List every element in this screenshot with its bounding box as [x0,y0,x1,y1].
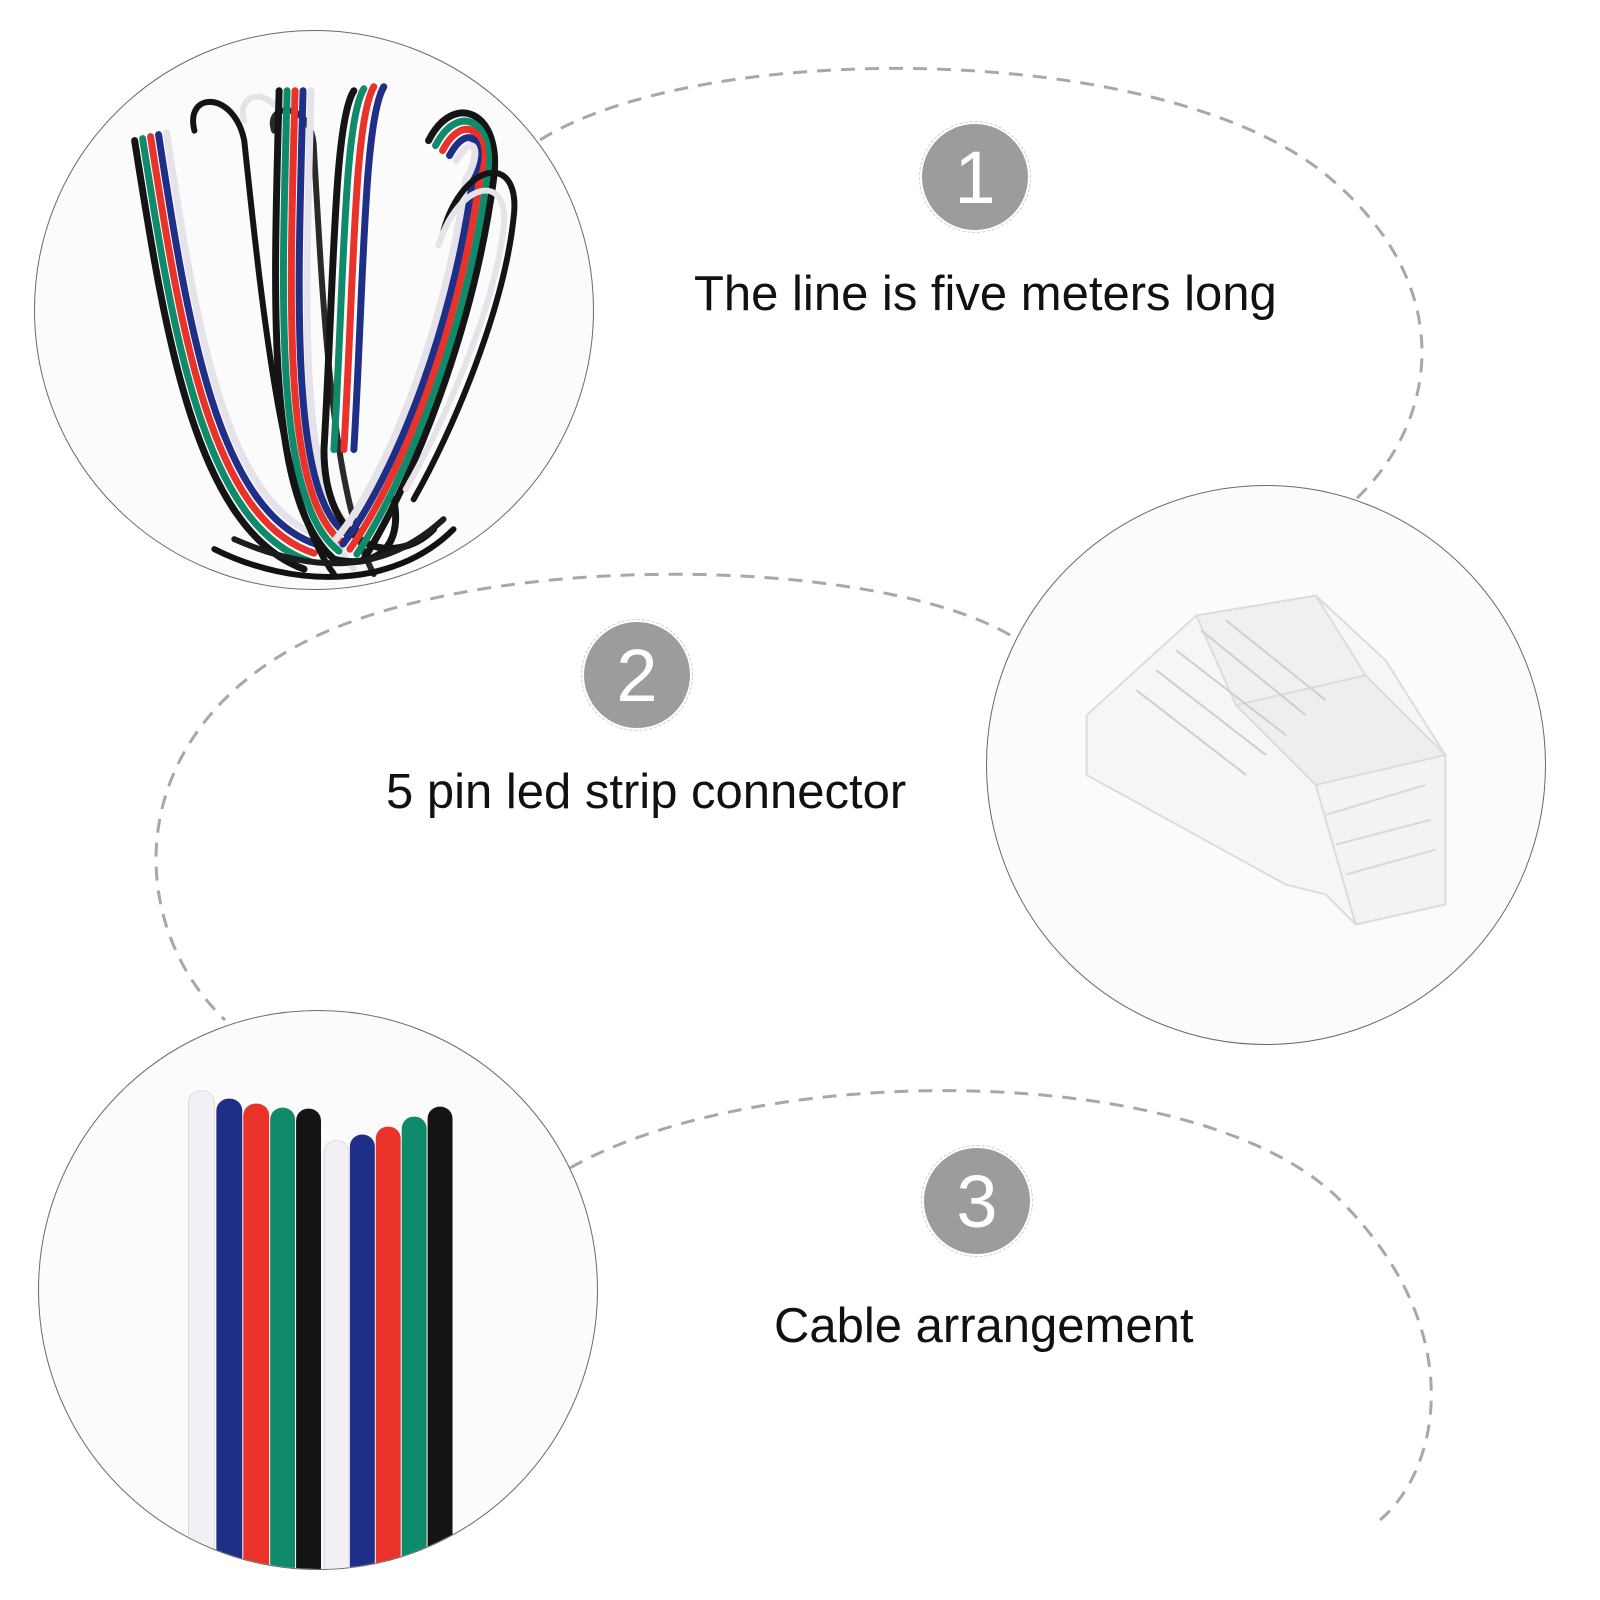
coiled-cable-illustration [131,83,518,580]
connector-illustration [1085,594,1448,926]
dashed-curve-1 [539,66,1424,502]
dashed-curve-2 [154,572,1011,1022]
connector-photo [986,485,1546,1045]
dashed-curve-3 [569,1089,1433,1522]
feature-caption-1: The line is five meters long [694,267,1277,321]
feature-caption-3: Cable arrangement [774,1299,1194,1353]
step-badge-1: 1 [919,121,1031,233]
feature-caption-2: 5 pin led strip connector [386,765,907,819]
step-number-3: 3 [956,1159,998,1243]
step-badge-3: 3 [921,1145,1033,1257]
cable-ends-illustration [187,1090,453,1569]
step-number-2: 2 [616,633,658,717]
step-badge-2: 2 [581,619,693,731]
cable-ends-photo [38,1010,598,1570]
coiled-cable-photo [34,30,594,590]
step-number-1: 1 [954,135,996,219]
